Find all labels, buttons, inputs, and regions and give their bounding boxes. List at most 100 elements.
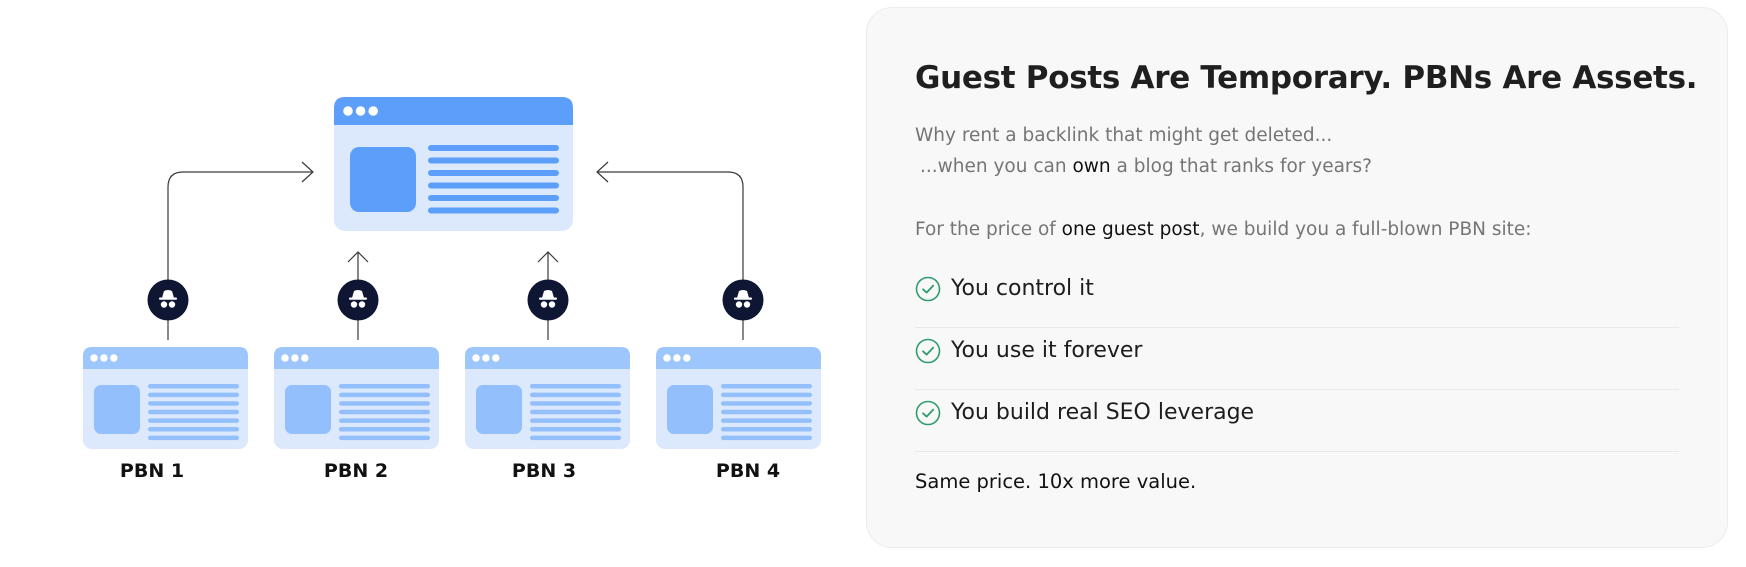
- text-line: [148, 384, 239, 389]
- arrow-icon: [347, 251, 369, 263]
- incognito-icon: [337, 279, 379, 321]
- card-headline: Guest Posts Are Temporary. PBNs Are Asse…: [915, 60, 1698, 96]
- glasses-lens: [548, 301, 556, 308]
- text-line: [339, 401, 430, 406]
- text-line: [530, 427, 621, 432]
- info-card: Guest Posts Are Temporary. PBNs Are Asse…: [866, 7, 1728, 548]
- benefit-checklist: You control it You use it forever You bu…: [915, 266, 1679, 452]
- window-header: [465, 347, 630, 369]
- arrow-icon: [537, 251, 559, 263]
- text-line: [339, 392, 430, 398]
- pbn-browser-window-icon: [465, 347, 630, 449]
- text-line: [721, 392, 812, 398]
- pbn-network-diagram: [83, 97, 821, 449]
- badge-circle: [337, 279, 379, 321]
- connector-line: [167, 171, 313, 340]
- text-line: [428, 195, 559, 201]
- offer-line-emphasis: one guest post: [1061, 219, 1200, 240]
- hat-brim: [539, 297, 557, 300]
- window-dot: [368, 106, 378, 116]
- text-line: [530, 392, 621, 398]
- badge-circle: [527, 279, 569, 321]
- text-line: [148, 392, 239, 398]
- intro-line-1-text: Why rent a backlink that might get delet…: [915, 125, 1333, 146]
- window-dot: [673, 354, 681, 362]
- text-line: [148, 418, 239, 423]
- incognito-icon: [722, 279, 764, 321]
- text-line: [721, 384, 812, 389]
- text-line: [721, 435, 812, 441]
- glasses-lens: [743, 301, 751, 308]
- window-header: [274, 347, 439, 369]
- check-circle-icon: [915, 338, 941, 364]
- window-dot: [492, 354, 500, 362]
- check-circle-icon: [915, 276, 941, 302]
- checklist-item-text: You use it forever: [951, 338, 1143, 363]
- arrow-icon: [301, 161, 314, 183]
- text-line: [721, 427, 812, 432]
- pbn-nodes: [83, 347, 821, 449]
- value-statement: Same price. 10x more value.: [915, 470, 1197, 493]
- hat-shape: [352, 290, 364, 298]
- image-placeholder: [94, 385, 140, 434]
- text-line: [339, 384, 430, 389]
- checklist-item: You control it: [915, 266, 1679, 328]
- checklist-item-text: You build real SEO leverage: [951, 400, 1255, 425]
- image-placeholder: [285, 385, 331, 434]
- hat-brim: [159, 297, 177, 300]
- text-line: [148, 401, 239, 406]
- window-header: [83, 347, 248, 369]
- intro-line-2-post: a blog that ranks for years?: [1110, 156, 1372, 177]
- window-dot: [90, 354, 98, 362]
- text-line: [721, 401, 812, 406]
- intro-line-2-emphasis: own: [1072, 156, 1111, 177]
- intro-line-2: ...when you can own a blog that ranks fo…: [920, 156, 1372, 177]
- checklist-item-text: You control it: [951, 276, 1094, 301]
- window-dot: [472, 354, 480, 362]
- glasses-lens: [540, 301, 548, 308]
- glasses-lens: [735, 301, 743, 308]
- incognito-icon: [147, 279, 189, 321]
- text-line: [339, 427, 430, 432]
- checklist-item: You use it forever: [915, 328, 1679, 390]
- hat-shape: [737, 290, 749, 298]
- hat-shape: [162, 290, 174, 298]
- text-line: [530, 401, 621, 406]
- text-line: [148, 435, 239, 441]
- badge-circle: [722, 279, 764, 321]
- text-line: [339, 409, 430, 415]
- image-placeholder: [350, 147, 416, 212]
- pbn-label-2: PBN 2: [323, 460, 389, 482]
- text-line: [530, 409, 621, 415]
- hat-brim: [349, 297, 367, 300]
- offer-line-pre: For the price of: [915, 219, 1062, 240]
- text-line: [428, 207, 559, 214]
- image-placeholder: [667, 385, 713, 434]
- image-placeholder: [476, 385, 522, 434]
- pbn-browser-window-icon: [83, 347, 248, 449]
- glasses-lens: [168, 301, 176, 308]
- window-dot: [355, 106, 366, 116]
- text-line: [530, 384, 621, 389]
- check-circle-icon: [915, 400, 941, 426]
- intro-line-2-pre: ...when you can: [920, 156, 1073, 177]
- window-dot: [291, 354, 299, 362]
- text-line: [339, 435, 430, 441]
- text-line: [148, 409, 239, 415]
- text-line: [721, 418, 812, 423]
- glasses-lens: [350, 301, 358, 308]
- offer-line: For the price of one guest post, we buil…: [915, 219, 1532, 240]
- window-dot: [663, 354, 671, 362]
- offer-line-post: , we build you a full-blown PBN site:: [1199, 219, 1532, 240]
- glasses-lens: [160, 301, 168, 308]
- arrow-icon: [596, 161, 609, 183]
- glasses-lens: [358, 301, 366, 308]
- pbn-browser-window-icon: [274, 347, 439, 449]
- badge-circle: [147, 279, 189, 321]
- pbn-label-1: PBN 1: [119, 460, 185, 482]
- pbn-label-4: PBN 4: [715, 460, 781, 482]
- incognito-badges: [147, 279, 764, 321]
- money-site-window: [334, 97, 573, 231]
- checklist-item: You build real SEO leverage: [915, 390, 1679, 452]
- hat-shape: [542, 290, 554, 298]
